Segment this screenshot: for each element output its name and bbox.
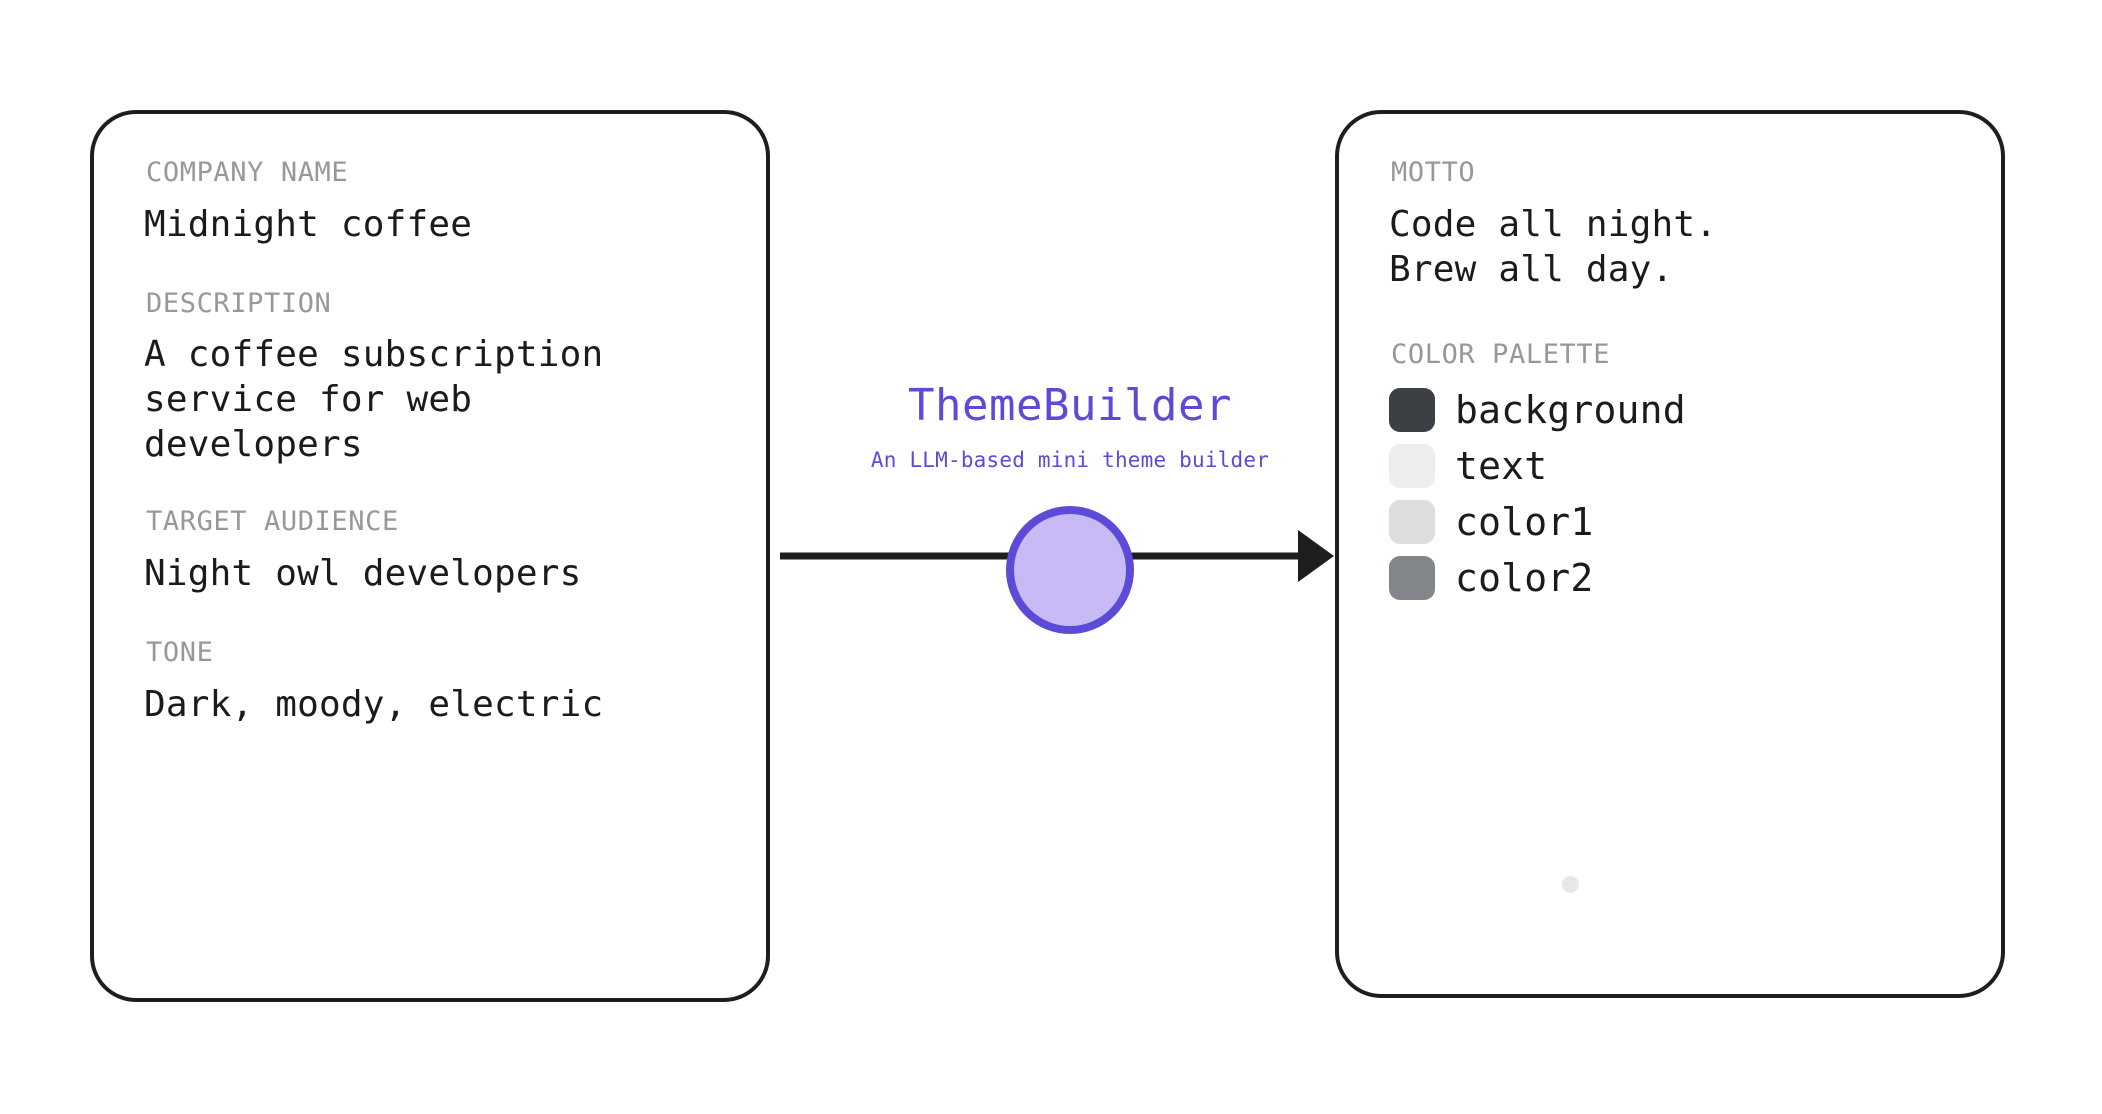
arrow-head (1298, 530, 1334, 582)
field-description: DESCRIPTION A coffee subscription servic… (144, 287, 716, 468)
field-motto: MOTTO Code all night. Brew all day. (1389, 158, 1951, 292)
color-swatch-label: text (1455, 444, 1548, 489)
field-label-tone: TONE (146, 637, 214, 669)
field-company-name: COMPANY NAME Midnight coffee (144, 158, 716, 247)
brand-title: ThemeBuilder (908, 380, 1232, 431)
field-value-target-audience: Night owl developers (144, 553, 582, 595)
palette-loading-dot (1562, 876, 1579, 893)
brand-subtitle: An LLM-based mini theme builder (870, 448, 1270, 473)
field-label-color-palette: COLOR PALETTE (1391, 338, 1611, 370)
brand-block: ThemeBuilder An LLM-based mini theme bui… (790, 380, 1350, 474)
field-label-target-audience: TARGET AUDIENCE (146, 506, 399, 538)
field-label-company-name: COMPANY NAME (146, 157, 349, 188)
color-palette-list: background text color1 color2 (1389, 383, 1951, 605)
color-swatch-label: background (1455, 388, 1686, 433)
color-swatch-label: color1 (1455, 500, 1594, 545)
field-value-description: A coffee subscription service for web de… (144, 334, 604, 466)
field-target-audience: TARGET AUDIENCE Night owl developers (144, 507, 716, 596)
field-color-palette: COLOR PALETTE background text color1 col… (1389, 338, 1951, 606)
palette-row[interactable]: color1 (1389, 495, 1951, 549)
output-card: MOTTO Code all night. Brew all day. COLO… (1335, 110, 2005, 998)
field-tone: TONE Dark, moody, electric (144, 638, 716, 727)
field-label-motto: MOTTO (1391, 157, 1476, 188)
field-value-company-name: Midnight coffee (144, 203, 473, 245)
process-node-circle (1006, 506, 1134, 634)
color-swatch[interactable] (1389, 444, 1435, 489)
palette-row[interactable]: text (1389, 439, 1951, 493)
input-card: COMPANY NAME Midnight coffee DESCRIPTION… (90, 110, 770, 1002)
color-swatch-label: color2 (1455, 556, 1594, 601)
palette-row[interactable]: background (1389, 383, 1951, 437)
field-label-description: DESCRIPTION (146, 287, 332, 319)
palette-row[interactable]: color2 (1389, 551, 1951, 605)
field-value-tone: Dark, moody, electric (144, 683, 604, 725)
color-swatch[interactable] (1389, 556, 1435, 601)
field-value-motto: Code all night. Brew all day. (1389, 203, 1718, 290)
color-swatch[interactable] (1389, 388, 1435, 433)
color-swatch[interactable] (1389, 500, 1435, 545)
